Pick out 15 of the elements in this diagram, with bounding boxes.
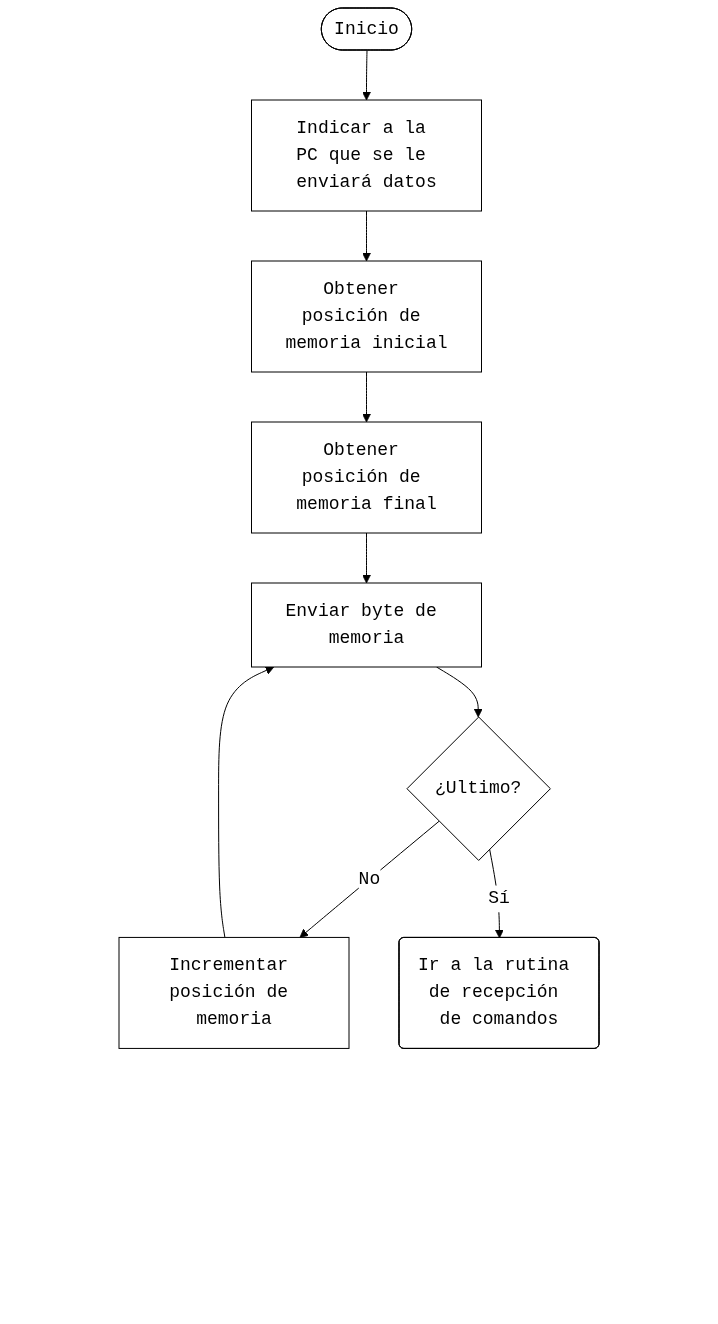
node-box: Indicar a la PC que se le enviará datos <box>251 99 482 212</box>
node-box: Incrementar posición de memoria <box>118 936 350 1049</box>
node-box: Obtener posición de memoria final <box>251 421 482 534</box>
edge-label: Sí <box>488 888 510 909</box>
arrow <box>362 532 371 584</box>
arrow <box>436 666 483 718</box>
arrow <box>362 50 371 101</box>
edge-label: No <box>358 868 381 889</box>
arrow <box>362 210 371 262</box>
arrow <box>299 820 440 938</box>
node-box: Enviar byte de memoria <box>251 582 482 668</box>
node-diamond: ¿Ultimo? <box>406 716 551 861</box>
arrow <box>362 371 371 423</box>
arrow <box>218 666 275 938</box>
node-box: Obtener posición de memoria inicial <box>251 260 482 373</box>
